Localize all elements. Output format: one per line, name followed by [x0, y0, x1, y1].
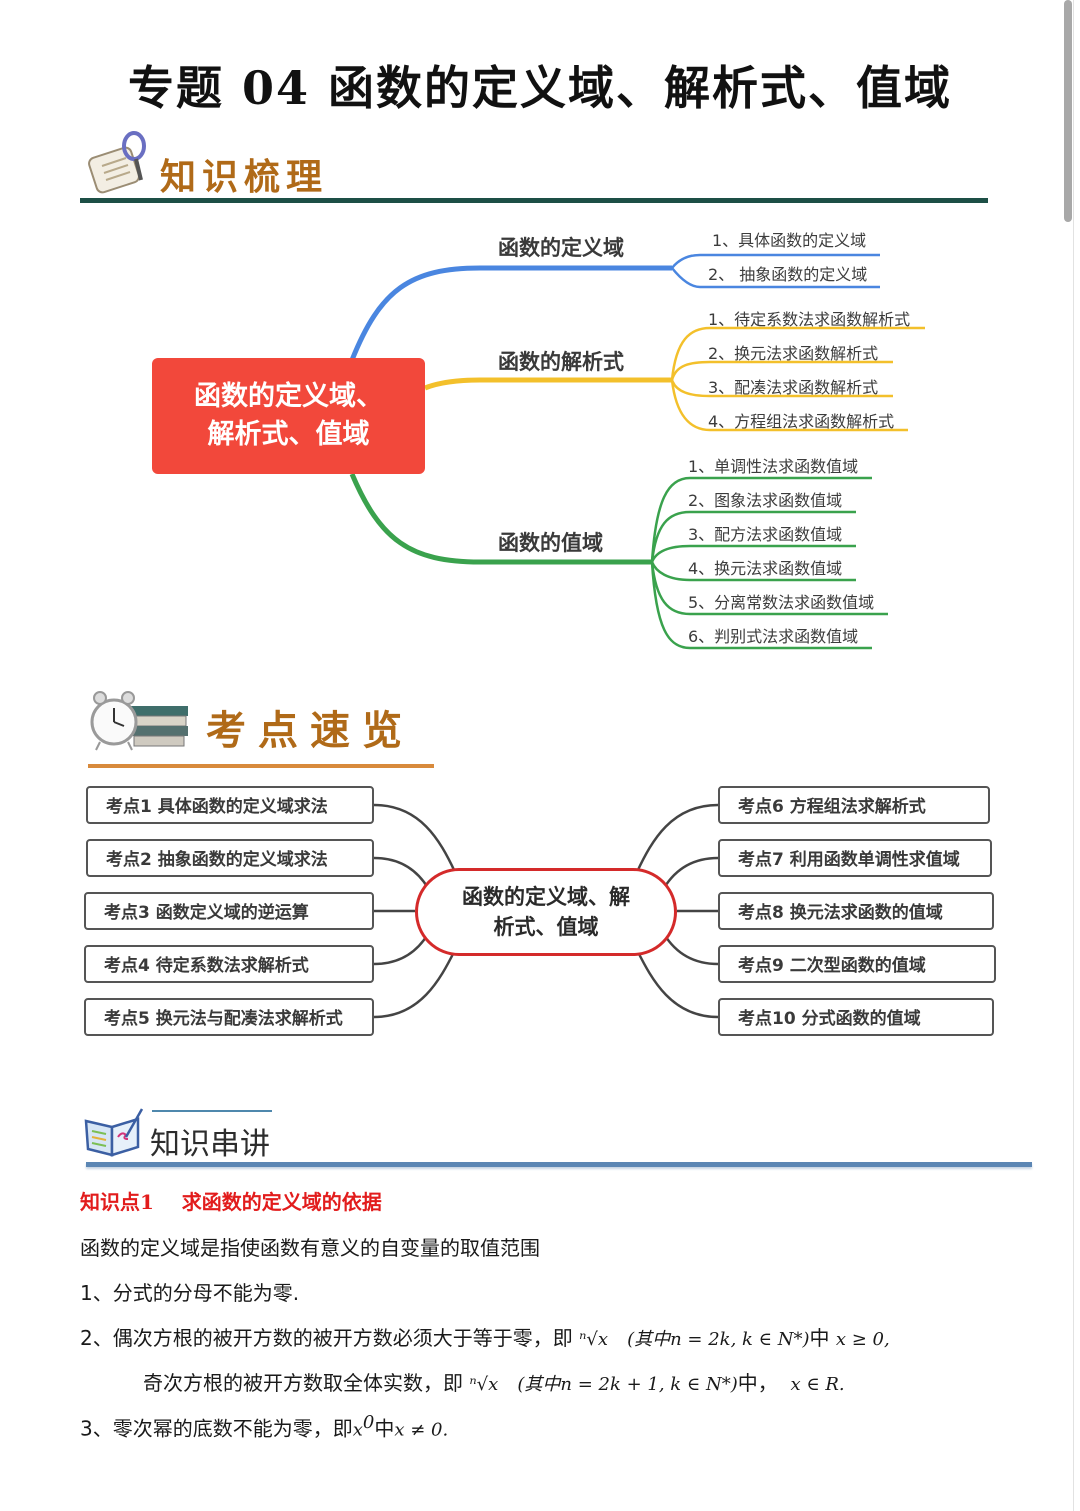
section-divider	[88, 764, 434, 768]
section-title: 考点速览	[206, 707, 414, 754]
exam-point-5: 考点5 换元法与配凑法求解析式	[84, 998, 374, 1036]
rule-2-odd: 奇次方根的被开方数取全体实数，即 ⁿ√x (其中n = 2k + 1, k ∈ …	[143, 1367, 845, 1396]
knowledge-mindmap: 函数的定义域、 解析式、值域 函数的定义域 函数的解析式 函数的值域 1、具体函…	[0, 210, 1080, 670]
center-line-1: 函数的定义域、解	[462, 885, 630, 909]
rule-3-text: 3、零次幂的底数不能为零，即	[80, 1416, 353, 1441]
open-book-pen-icon	[84, 1108, 144, 1157]
section-divider	[86, 1162, 1032, 1167]
rule-2-even-text: 2、偶次方根的被开方数的被开方数必须大于等于零，即	[80, 1326, 573, 1350]
exam-point-3: 考点3 函数定义域的逆运算	[84, 892, 374, 930]
rule-1: 1、分式的分母不能为零.	[80, 1281, 300, 1305]
even-root-result: x ≥ 0,	[835, 1329, 890, 1350]
root-line-2: 解析式、值域	[207, 419, 370, 450]
exam-point-6: 考点6 方程组法求解析式	[718, 786, 990, 824]
power-base: x	[352, 1419, 363, 1441]
exam-point-4: 考点4 待定系数法求解析式	[84, 945, 374, 983]
leaf-item: 3、配凑法求函数解析式	[708, 378, 879, 397]
page-edge	[1073, 0, 1074, 1511]
leaf-item: 1、单调性法求函数值域	[688, 457, 859, 476]
leaf-item: 2、图象法求函数值域	[688, 491, 843, 510]
rule-2-even-mid: 中	[809, 1326, 830, 1350]
exam-point-2: 考点2 抽象函数的定义域求法	[86, 839, 374, 877]
leaf-item: 3、配方法求函数值域	[688, 525, 843, 544]
center-line-2: 析式、值域	[493, 915, 599, 939]
exam-point-1: 考点1 具体函数的定义域求法	[86, 786, 374, 824]
exam-point-7: 考点7 利用函数单调性求值域	[718, 839, 992, 877]
heading-text: 求函数的定义域的依据	[181, 1190, 382, 1214]
leaf-item: 1、具体函数的定义域	[712, 231, 867, 250]
page-title: 专题 04 函数的定义域、解析式、值域	[127, 61, 953, 115]
scrollbar-thumb[interactable]	[1064, 0, 1072, 222]
alarm-clock-books-icon	[90, 691, 188, 751]
rule-3: 3、零次幂的底数不能为零，即x0中x ≠ 0.	[80, 1412, 448, 1442]
power-exponent: 0	[362, 1412, 375, 1433]
leaf-item: 5、分离常数法求函数值域	[688, 593, 875, 612]
leaf-item: 2、 抽象函数的定义域	[708, 265, 868, 284]
mindmap-root-node: 函数的定义域、 解析式、值域	[152, 358, 425, 474]
intro-text: 函数的定义域是指使函数有意义的自变量的取值范围	[80, 1236, 540, 1260]
rule-3-mid: 中	[374, 1416, 395, 1441]
leaf-item: 1、待定系数法求函数解析式	[708, 310, 911, 329]
exam-points-mindmap: 考点1 具体函数的定义域求法 考点2 抽象函数的定义域求法 考点3 函数定义域的…	[0, 780, 1080, 1045]
exam-point-8: 考点8 换元法求函数的值域	[718, 892, 994, 930]
section-header-knowledge-outline: 知识梳理	[80, 130, 990, 210]
leaf-item: 6、判别式法求函数值域	[688, 627, 859, 646]
heading-prefix: 知识点	[80, 1190, 140, 1214]
odd-root-condition: (其中n = 2k + 1, k ∈ N*)	[517, 1374, 738, 1395]
section-header-knowledge-explain: 知识串讲	[80, 1105, 1040, 1175]
rule-2-odd-text: 奇次方根的被开方数取全体实数，即	[143, 1371, 463, 1395]
section-topline	[152, 1110, 272, 1112]
odd-root-result: x ∈ R.	[790, 1374, 845, 1395]
rule-2-odd-mid: 中，	[737, 1371, 778, 1395]
exam-point-10: 考点10 分式函数的值域	[718, 998, 994, 1036]
root-line-1: 函数的定义域、	[194, 381, 383, 412]
exam-point-9: 考点9 二次型函数的值域	[718, 945, 996, 983]
nth-root-formula: ⁿ√x	[469, 1374, 499, 1395]
heading-number: 1	[140, 1190, 154, 1214]
section-header-exam-points: 考点速览	[80, 680, 440, 775]
knowledge-point-heading: 知识点1 求函数的定义域的依据	[80, 1186, 382, 1215]
exam-map-center-node: 函数的定义域、解 析式、值域	[415, 868, 677, 956]
section-title: 知识串讲	[150, 1127, 270, 1162]
branch-range: 函数的值域	[498, 531, 603, 555]
even-root-condition: (其中n = 2k, k ∈ N*)	[627, 1329, 810, 1350]
branch-domain: 函数的定义域	[498, 236, 624, 260]
leaf-item: 2、换元法求函数解析式	[708, 344, 879, 363]
mindmap-connectors	[349, 253, 925, 650]
nth-root-formula: ⁿ√x	[579, 1329, 609, 1350]
rule-2-even: 2、偶次方根的被开方数的被开方数必须大于等于零，即 ⁿ√x (其中n = 2k,…	[80, 1322, 890, 1351]
leaf-item: 4、方程组法求函数解析式	[708, 412, 895, 431]
section-title: 知识梳理	[160, 156, 329, 198]
section-divider	[80, 198, 988, 203]
magnifier-notepad-icon	[88, 131, 146, 194]
leaf-item: 4、换元法求函数值域	[688, 559, 843, 578]
branch-expression: 函数的解析式	[498, 350, 624, 374]
rule-3-result: x ≠ 0.	[394, 1419, 449, 1441]
